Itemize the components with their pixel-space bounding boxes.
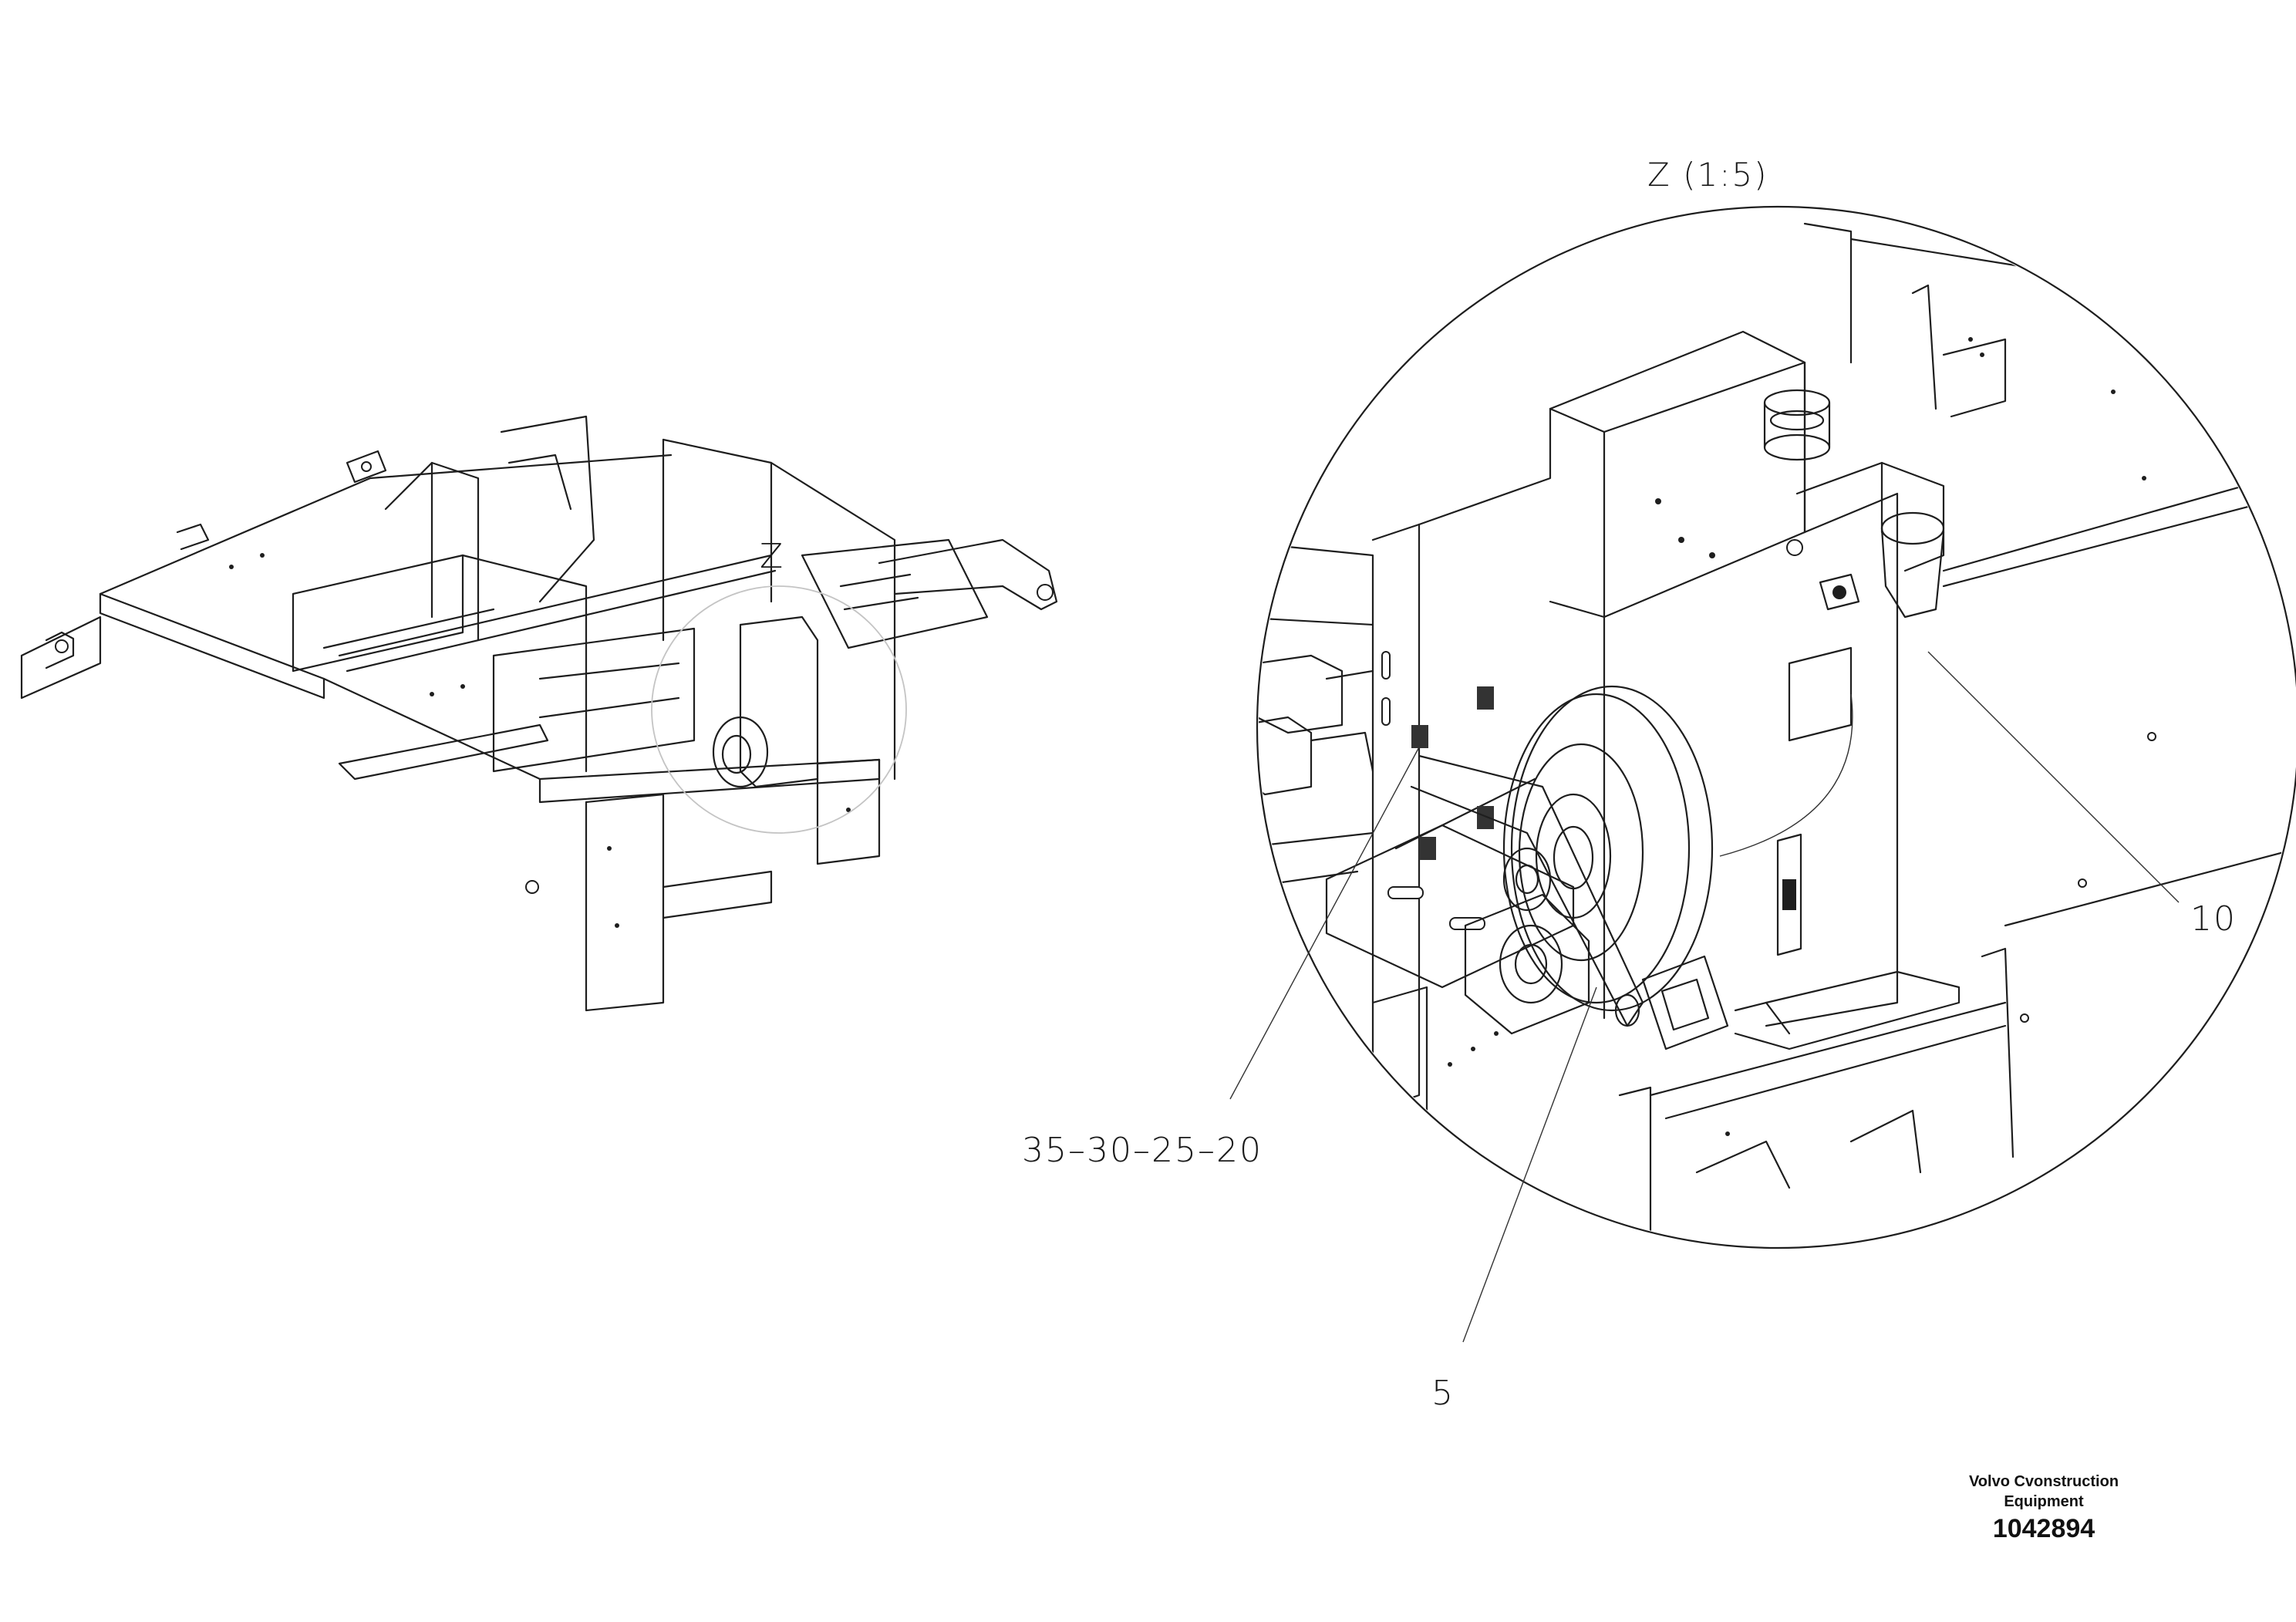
callout-item-10: 10 [2190,899,2237,939]
company-name-line2: Equipment [2004,1493,2084,1510]
frame-overview-drawing [20,415,1058,1012]
callout-item-5: 5 [1431,1374,1455,1413]
bolt-studs [1411,686,1494,860]
drawing-number: 1042894 [1992,1514,2095,1543]
detail-view-drawing [1256,206,2296,1249]
company-name: Volvo Cvonstruction Equipment [1928,1472,2159,1512]
detail-title: Z (1:5) [1647,156,1768,194]
leader-lines [1229,651,2180,1343]
leader-line-ref-group [1229,744,1421,1100]
view-indicator-label: Z [760,537,785,576]
leader-line-item-10 [1927,651,2180,903]
company-name-line1: Volvo Cvonstruction [1968,1473,2119,1490]
leader-line-item-5 [1462,986,1597,1343]
callout-ref-group: 35–30–25–20 [1022,1131,1263,1170]
